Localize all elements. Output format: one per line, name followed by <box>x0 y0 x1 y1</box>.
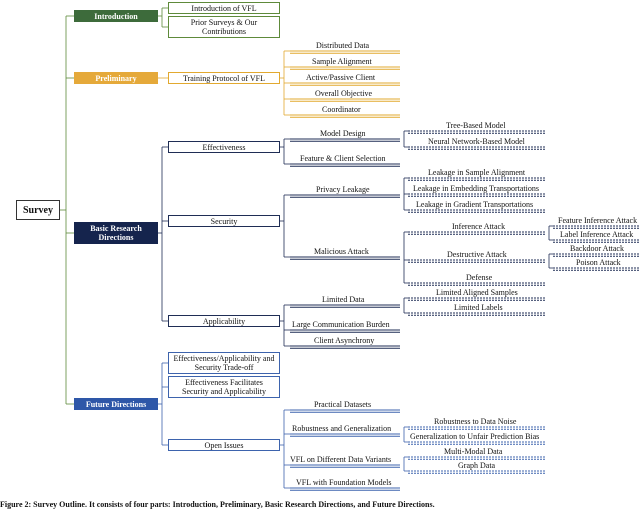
basic-label-inference-attack: Label Inference Attack <box>560 230 634 239</box>
preliminary-training-protocol: Training Protocol of VFL <box>168 72 280 84</box>
intro-item-prior-surveys: Prior Surveys & Our Contributions <box>168 16 280 38</box>
preliminary-item-coordinator: Coordinator <box>322 105 361 114</box>
future-robustness-data-noise: Robustness to Data Noise <box>434 417 517 426</box>
basic-applicability: Applicability <box>168 315 280 327</box>
preliminary-item-distributed-data: Distributed Data <box>316 41 370 50</box>
basic-limited-labels: Limited Labels <box>454 303 503 312</box>
basic-tree-based-model: Tree-Based Model <box>446 121 506 130</box>
future-multi-modal-data: Multi-Modal Data <box>444 447 503 456</box>
future-foundation-models: VFL with Foundation Models <box>296 478 392 487</box>
basic-feature-client-selection: Feature & Client Selection <box>300 154 386 163</box>
future-practical-datasets: Practical Datasets <box>314 400 372 409</box>
category-future-directions: Future Directions <box>74 398 158 410</box>
category-basic-research-directions: Basic Research Directions <box>74 222 158 244</box>
intro-item-introduction-of-vfl: Introduction of VFL <box>168 2 280 14</box>
preliminary-item-active-passive-client: Active/Passive Client <box>306 73 376 82</box>
basic-inference-attack: Inference Attack <box>452 222 506 231</box>
basic-poison-attack: Poison Attack <box>576 258 621 267</box>
basic-destructive-attack: Destructive Attack <box>447 250 507 259</box>
category-preliminary: Preliminary <box>74 72 158 84</box>
basic-limited-aligned-samples: Limited Aligned Samples <box>436 288 518 297</box>
basic-security: Security <box>168 215 280 227</box>
future-unfair-prediction-bias: Generalization to Unfair Prediction Bias <box>410 432 540 441</box>
future-robustness-generalization: Robustness and Generalization <box>292 424 392 433</box>
basic-limited-data: Limited Data <box>322 295 365 304</box>
basic-malicious-attack: Malicious Attack <box>314 247 369 256</box>
category-introduction: Introduction <box>74 10 158 22</box>
root-node-survey: Survey <box>16 200 60 220</box>
basic-privacy-leakage: Privacy Leakage <box>316 185 370 194</box>
future-facilitates: Effectiveness Facilitates Security and A… <box>168 376 280 398</box>
future-data-variants: VFL on Different Data Variants <box>290 455 392 464</box>
basic-leakage-embedding: Leakage in Embedding Transportations <box>413 184 539 193</box>
basic-backdoor-attack: Backdoor Attack <box>570 244 624 253</box>
basic-neural-network-based-model: Neural Network-Based Model <box>428 137 525 146</box>
basic-model-design: Model Design <box>320 129 366 138</box>
preliminary-item-sample-alignment: Sample Alignment <box>312 57 372 66</box>
basic-defense: Defense <box>466 273 493 282</box>
preliminary-item-overall-objective: Overall Objective <box>315 89 373 98</box>
basic-leakage-gradient: Leakage in Gradient Transportations <box>416 200 534 209</box>
basic-leakage-sample-alignment: Leakage in Sample Alignment <box>428 168 526 177</box>
figure-caption: Figure 2: Survey Outline. It consists of… <box>0 500 435 509</box>
basic-effectiveness: Effectiveness <box>168 141 280 153</box>
basic-feature-inference-attack: Feature Inference Attack <box>558 216 638 225</box>
future-graph-data: Graph Data <box>458 461 496 470</box>
future-open-issues: Open Issues <box>168 439 280 451</box>
basic-large-communication-burden: Large Communication Burden <box>292 320 390 329</box>
basic-client-asynchrony: Client Asynchrony <box>314 336 375 345</box>
future-tradeoff: Effectiveness/Applicability and Security… <box>168 352 280 374</box>
